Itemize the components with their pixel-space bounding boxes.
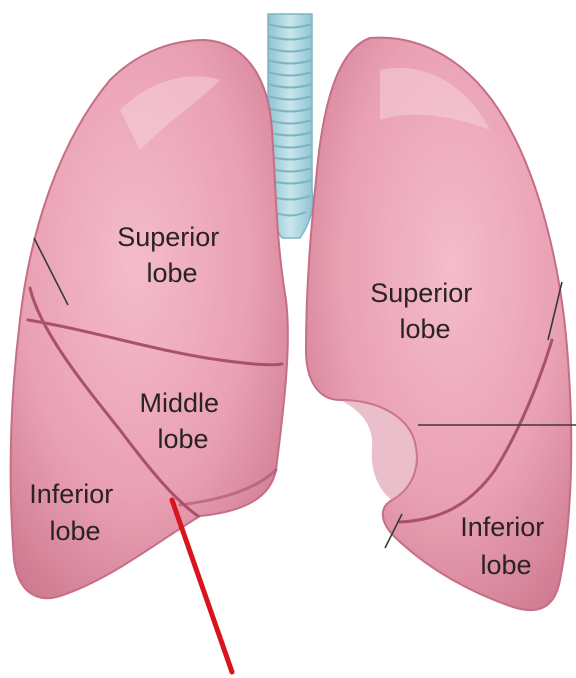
- label-right-middle-line2: lobe: [157, 424, 208, 454]
- label-left-inferior-line1: Inferior: [460, 512, 544, 542]
- label-left-inferior-line2: lobe: [480, 550, 531, 580]
- label-right-inferior-line1: Inferior: [29, 479, 113, 509]
- right-lung: [11, 40, 288, 598]
- label-right-superior-line2: lobe: [146, 258, 197, 288]
- label-left-superior-line1: Superior: [370, 278, 472, 308]
- label-left-superior-line2: lobe: [399, 314, 450, 344]
- label-right-inferior-line2: lobe: [49, 516, 100, 546]
- red-pointer-line: [172, 500, 232, 672]
- label-right-superior-line1: Superior: [117, 222, 219, 252]
- label-right-middle-line1: Middle: [139, 388, 219, 418]
